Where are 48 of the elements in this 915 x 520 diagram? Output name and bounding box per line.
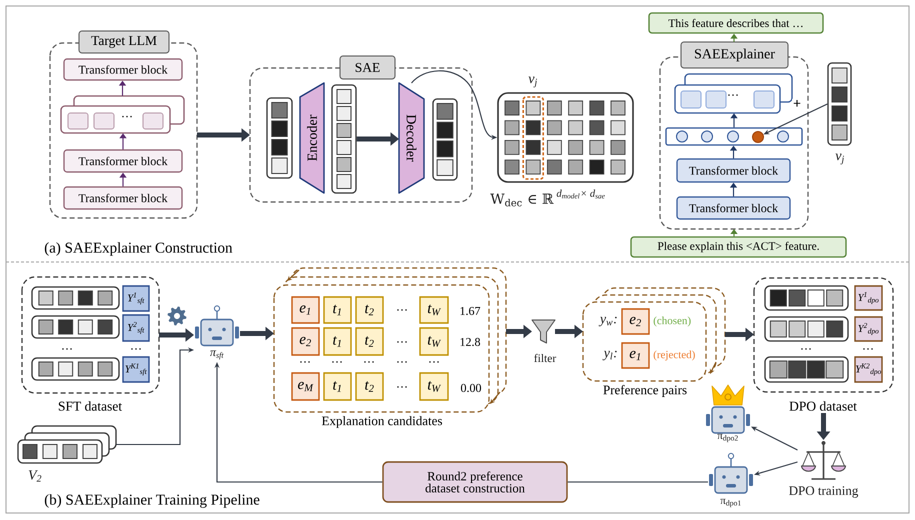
ellipsis: … (801, 348, 811, 350)
layer-box: Transformer block (63, 186, 183, 210)
process-box: Round2 preference dataset construction (382, 461, 568, 503)
panel-caption: (a) SAEExplainer Construction (44, 242, 232, 256)
layer-box: Transformer block (676, 196, 791, 220)
header-label: SAEExplainer (680, 42, 788, 68)
vector-row (764, 316, 849, 342)
panel-caption: (b) SAEExplainer Training Pipeline (44, 494, 260, 508)
column-label: v$_{j}$ (528, 76, 537, 88)
matrix-formula: W$_{dec}$ ∈ ℝ (490, 194, 554, 206)
vector-row (31, 286, 120, 310)
icon-caption: π$_{dpo1}$ (720, 498, 741, 508)
ellipsis: … (131, 348, 141, 350)
edge-label: + (792, 99, 802, 109)
icon-caption: filter (534, 354, 556, 362)
funnel-icon (532, 320, 556, 344)
connector-line (568, 481, 708, 483)
layer-box: Transformer block (63, 58, 183, 81)
vector-label: v$_{j}$ (835, 154, 844, 164)
feature-vector (827, 62, 852, 146)
weight-matrix (497, 92, 634, 183)
header-label: SAE (340, 56, 396, 80)
hidden-state-row (665, 127, 803, 146)
icon-caption: π$_{sft}$ (210, 350, 224, 360)
ellipsis: … (863, 348, 873, 350)
feature-vector (266, 97, 293, 179)
icon-caption: DPO training (789, 486, 858, 498)
scale-icon (801, 441, 846, 480)
header-label: Target LLM (78, 30, 170, 54)
container-caption: SFT dataset (58, 401, 122, 411)
vector-row (764, 285, 849, 311)
layer-box: Transformer block (676, 158, 791, 183)
formula-exponent: d$_{model}$× d$_{sae}$ (556, 190, 605, 198)
container-caption: DPO dataset (789, 401, 857, 411)
feature-vector (432, 98, 458, 181)
vector-label: V$_{2}$ (28, 470, 42, 482)
ellipsis: … (62, 348, 72, 350)
vector-row (31, 357, 120, 381)
prompt-box: Please explain this <ACT> feature. (630, 236, 847, 258)
output-box: This feature describes that … (648, 12, 824, 34)
vector-row (31, 315, 120, 339)
layer-box: Transformer block (63, 149, 183, 173)
vector-row (764, 356, 849, 383)
feature-vector (331, 84, 357, 194)
container-caption: Explanation candidates (322, 416, 442, 428)
container-caption: Preference pairs (603, 385, 687, 397)
vector-stack (17, 425, 117, 464)
icon-caption: π$_{dpo2}$ (717, 434, 738, 442)
